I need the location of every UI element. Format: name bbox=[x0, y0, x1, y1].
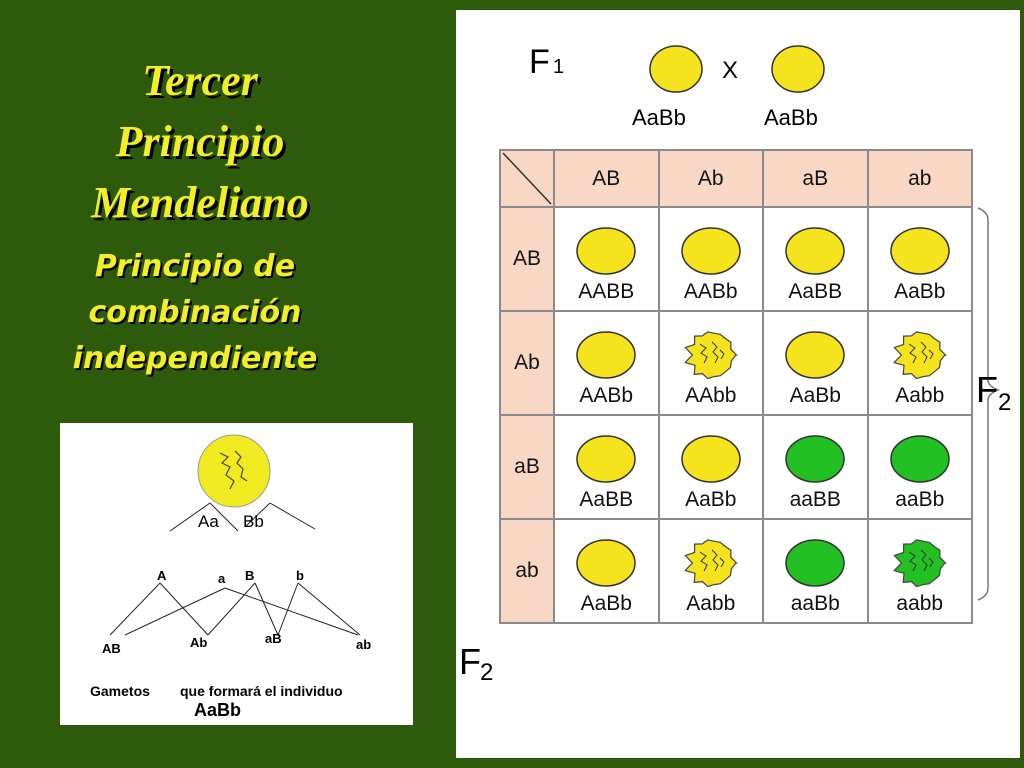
genotype-label: AAbb bbox=[685, 384, 737, 407]
parent1-pea-icon bbox=[649, 45, 703, 93]
gamete-combo-1: AB bbox=[102, 641, 121, 656]
parent-pea-icon bbox=[197, 434, 271, 508]
row-header: AB bbox=[499, 206, 555, 312]
smooth-pea-icon bbox=[576, 331, 636, 379]
punnett-cell: AABb bbox=[657, 206, 764, 312]
genotype-label: Aabb bbox=[895, 384, 945, 407]
smooth-pea-icon bbox=[576, 539, 636, 587]
gamete-combo-3: aB bbox=[265, 631, 282, 646]
gametes-caption: Gametos bbox=[90, 683, 150, 699]
gametes-caption-rest: que formará el individuo bbox=[180, 683, 343, 699]
genotype-label: Aabb bbox=[686, 592, 736, 615]
gamete-allele-2: a bbox=[218, 571, 226, 586]
row-header: aB bbox=[499, 414, 555, 520]
genotype-label: AaBB bbox=[579, 488, 634, 511]
genotype-label: AABB bbox=[578, 280, 635, 303]
smooth-pea-icon bbox=[890, 435, 950, 483]
gamete-parent-a: Aa bbox=[198, 512, 219, 531]
punnett-cell: aaBb bbox=[762, 518, 869, 624]
punnett-cell: AaBB bbox=[553, 414, 660, 520]
punnett-cell: AABb bbox=[553, 310, 660, 416]
col-header: ab bbox=[866, 149, 973, 208]
genotype-label: AaBb bbox=[580, 592, 632, 615]
genotype-label: aaBb bbox=[895, 488, 945, 511]
subtitle-line-3: independiente bbox=[72, 341, 318, 376]
punnett-cell: aabb bbox=[866, 518, 973, 624]
wrinkled-pea-icon bbox=[683, 331, 738, 380]
genotype-label: aaBb bbox=[790, 592, 840, 615]
gametes-individual: AaBb bbox=[194, 700, 241, 720]
genotype-label: AaBb bbox=[789, 384, 841, 407]
punnett-cell: aaBB bbox=[762, 414, 869, 520]
parent2-pea-icon bbox=[771, 45, 825, 93]
smooth-pea-icon bbox=[785, 227, 845, 275]
genotype-label: AaBb bbox=[894, 280, 946, 303]
subtitle-line-2: combinación bbox=[88, 295, 302, 330]
title-line-1: Tercer bbox=[142, 56, 258, 105]
title-line-2: Principio bbox=[115, 117, 285, 166]
smooth-pea-icon bbox=[785, 331, 845, 379]
wrinkled-pea-icon bbox=[892, 331, 947, 380]
slide-subtitle: Principio de combinación independiente bbox=[10, 244, 380, 382]
subtitle-line-1: Principio de bbox=[94, 249, 296, 284]
f2-bottom-label: F bbox=[459, 641, 481, 682]
f2-bracket bbox=[977, 207, 1001, 601]
gamete-parent-b: Bb bbox=[243, 512, 264, 531]
punnett-cell: AaBb bbox=[657, 414, 764, 520]
smooth-pea-icon bbox=[785, 539, 845, 587]
f2-right-label: F bbox=[976, 369, 998, 410]
corner-diagonal bbox=[502, 152, 552, 205]
wrinkled-pea-icon bbox=[683, 539, 738, 588]
row-header: Ab bbox=[499, 310, 555, 416]
f2-right-sub: 2 bbox=[998, 389, 1011, 416]
genotype-label: aaBB bbox=[789, 488, 841, 511]
punnett-cell: AABB bbox=[553, 206, 660, 312]
f1-label: F bbox=[529, 43, 550, 81]
f1-subscript: 1 bbox=[553, 56, 564, 78]
gamete-allele-1: A bbox=[157, 568, 167, 583]
genotype-label: AABb bbox=[683, 280, 738, 303]
punnett-cell: Aabb bbox=[866, 310, 973, 416]
smooth-pea-icon bbox=[890, 227, 950, 275]
gametes-lines: Aa Bb A a B b AB Ab aB ab Gametos que fo… bbox=[90, 434, 371, 720]
cross-panel: F 1 X AaBb AaBb F 2 F 2 AB Ab aB ab AB A… bbox=[456, 10, 1020, 758]
cross-symbol: X bbox=[722, 57, 738, 84]
punnett-cell: AaBb bbox=[762, 310, 869, 416]
gamete-allele-3: B bbox=[245, 568, 254, 583]
gamete-combo-2: Ab bbox=[190, 635, 207, 650]
wrinkled-pea-icon bbox=[892, 539, 947, 588]
cross-graphics: F 1 X AaBb AaBb F 2 F 2 bbox=[459, 43, 1011, 686]
row-header: ab bbox=[499, 518, 555, 624]
punnett-cell: aaBb bbox=[866, 414, 973, 520]
parent2-genotype: AaBb bbox=[764, 105, 818, 130]
slide-title: Tercer Principio Mendeliano bbox=[20, 50, 380, 233]
corner-cell bbox=[499, 149, 555, 208]
punnett-square: AB Ab aB ab AB AABB AABb AaBB AaBb Ab AA… bbox=[499, 149, 973, 624]
genotype-label: AABb bbox=[579, 384, 634, 407]
punnett-cell: AaBb bbox=[866, 206, 973, 312]
col-header: Ab bbox=[657, 149, 764, 208]
smooth-pea-icon bbox=[681, 227, 741, 275]
col-header: AB bbox=[553, 149, 660, 208]
genotype-label: AaBB bbox=[788, 280, 843, 303]
punnett-cell: AaBb bbox=[553, 518, 660, 624]
gamete-combo-4: ab bbox=[356, 637, 371, 652]
punnett-cell: AAbb bbox=[657, 310, 764, 416]
f2-bottom-sub: 2 bbox=[480, 659, 493, 686]
gamete-allele-4: b bbox=[296, 568, 304, 583]
col-header: aB bbox=[762, 149, 869, 208]
smooth-pea-icon bbox=[576, 435, 636, 483]
genotype-label: AaBb bbox=[685, 488, 737, 511]
parent1-genotype: AaBb bbox=[632, 105, 686, 130]
punnett-cell: Aabb bbox=[657, 518, 764, 624]
smooth-pea-icon bbox=[785, 435, 845, 483]
smooth-pea-icon bbox=[576, 227, 636, 275]
punnett-cell: AaBB bbox=[762, 206, 869, 312]
gametes-diagram: Aa Bb A a B b AB Ab aB ab Gametos que fo… bbox=[60, 423, 413, 725]
title-line-3: Mendeliano bbox=[91, 178, 309, 227]
genotype-label: aabb bbox=[896, 592, 944, 615]
smooth-pea-icon bbox=[681, 435, 741, 483]
